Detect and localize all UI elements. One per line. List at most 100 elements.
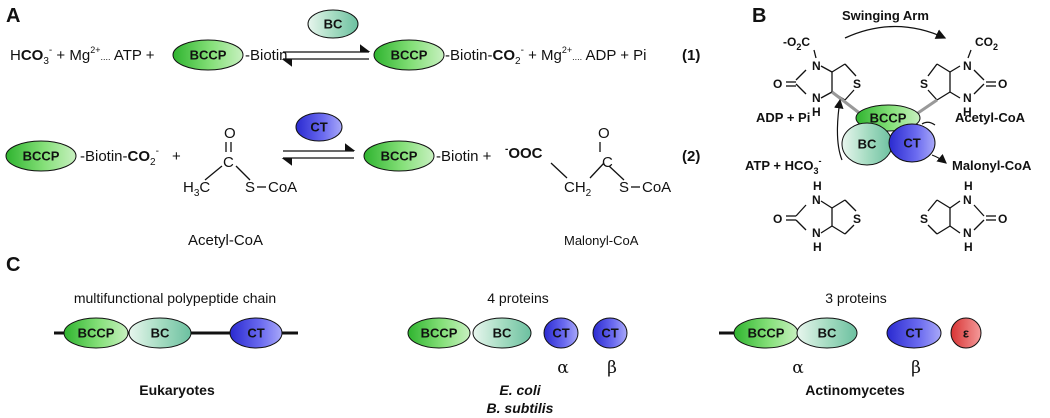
acetyl-coa-b-label: Acetyl-CoA — [955, 110, 1026, 125]
svg-text:BC: BC — [858, 137, 877, 152]
eq1-products: -Biotin-CO2- + Mg2+.... ADP + Pi — [445, 45, 647, 67]
beta-label-2: β — [911, 358, 921, 378]
svg-text:CT: CT — [905, 326, 922, 341]
svg-text:CO2: CO2 — [975, 35, 998, 52]
equation-1: HCO3- + Mg2+.... ATP + BCCP -Biotin BC B… — [10, 9, 700, 71]
svg-text:O: O — [598, 125, 610, 142]
biotin-linker-left — [831, 90, 863, 117]
group-bacteria: 4 proteins BCCP BC CT CT α β E. coli B. … — [407, 290, 628, 416]
svg-text:O: O — [773, 77, 782, 91]
actino-bccp: BCCP — [733, 317, 799, 349]
panel-b-bc: BC — [841, 122, 893, 166]
group-title-2: 4 proteins — [487, 290, 548, 306]
ecoli-bc: BC — [472, 317, 532, 349]
svg-text:CT: CT — [247, 326, 264, 341]
svg-text:N: N — [812, 193, 821, 207]
svg-text:BCCP: BCCP — [78, 326, 115, 341]
eq2-biotin-plus: -Biotin + — [436, 148, 492, 165]
svg-text:BCCP: BCCP — [391, 48, 428, 63]
eq2-biotin-co2: -Biotin-CO2- — [80, 146, 159, 168]
svg-text:O: O — [998, 77, 1007, 91]
svg-text:BCCP: BCCP — [381, 149, 418, 164]
panel-label-c: C — [6, 254, 20, 276]
svg-text:N: N — [963, 91, 972, 105]
svg-text:H: H — [813, 179, 822, 193]
carboxybiotin-left: -O2C N N H O S — [773, 35, 863, 119]
eq2-bccp-2: BCCP — [363, 140, 435, 172]
svg-text:O: O — [998, 212, 1007, 226]
biotin-bottom-left: H N N H O S — [773, 179, 861, 254]
euk-bccp: BCCP — [63, 317, 129, 349]
svg-text:S: S — [619, 179, 629, 196]
svg-text:BCCP: BCCP — [23, 149, 60, 164]
svg-text:N: N — [812, 226, 821, 240]
alpha-label-1: α — [557, 358, 569, 378]
svg-text:BCCP: BCCP — [748, 326, 785, 341]
eq1-number: (1) — [682, 47, 700, 64]
svg-text:N: N — [963, 193, 972, 207]
panel-c: multifunctional polypeptide chain BCCP B… — [54, 290, 982, 416]
panel-label-a: A — [6, 5, 20, 27]
beta-label-1: β — [607, 358, 617, 378]
malonyl-coa-structure: -OOC CH2 O C S CoA — [505, 125, 671, 199]
group-label-3: Actinomycetes — [805, 382, 905, 398]
svg-text:BCCP: BCCP — [190, 48, 227, 63]
svg-text:H: H — [813, 240, 822, 254]
svg-text:CT: CT — [552, 326, 569, 341]
svg-text:C: C — [602, 154, 613, 171]
group-title-3: 3 proteins — [825, 290, 886, 306]
atp-hco3-label: ATP + HCO3- — [745, 156, 822, 176]
panel-b: Swinging Arm -O2C N N H O S CO2 — [745, 8, 1032, 254]
eq1-bc-enzyme: BC — [307, 9, 359, 39]
group-label-1: Eukaryotes — [139, 382, 215, 398]
eq1-bccp-2: BCCP — [373, 39, 445, 71]
svg-text:BC: BC — [818, 326, 837, 341]
equation-2: BCCP -Biotin-CO2- + O C H3C S CoA Acetyl… — [5, 112, 700, 249]
biotin-linker-right — [914, 98, 938, 117]
svg-text:H3C: H3C — [183, 179, 210, 199]
svg-text:BC: BC — [493, 326, 512, 341]
group-title-1: multifunctional polypeptide chain — [74, 290, 276, 306]
actino-ct: CT — [886, 317, 942, 349]
group-eukaryotes: multifunctional polypeptide chain BCCP B… — [54, 290, 298, 398]
svg-text:S: S — [920, 77, 928, 91]
svg-text:H: H — [964, 179, 973, 193]
svg-text:CT: CT — [903, 136, 920, 151]
actino-epsilon: ε — [950, 317, 982, 349]
svg-text:H: H — [964, 240, 973, 254]
actino-bc: BC — [796, 317, 858, 349]
eq1-bccp-1: BCCP — [172, 39, 244, 71]
eq2-ct-enzyme: CT — [295, 112, 343, 142]
svg-text:N: N — [963, 226, 972, 240]
svg-text:S: S — [920, 212, 928, 226]
svg-text:H: H — [963, 105, 972, 119]
svg-text:CT: CT — [310, 120, 327, 135]
acetyl-coa-structure: O C H3C S CoA — [183, 125, 297, 199]
swinging-arm-arrow — [844, 25, 947, 39]
group-actinomycetes: 3 proteins BCCP BC CT ε α β Actinomycete… — [719, 290, 982, 398]
svg-text:N: N — [963, 59, 972, 73]
svg-text:S: S — [245, 179, 255, 196]
svg-text:CT: CT — [601, 326, 618, 341]
svg-text:S: S — [853, 212, 861, 226]
svg-text:N: N — [812, 59, 821, 73]
eq2-number: (2) — [682, 148, 700, 165]
svg-text:ε: ε — [963, 326, 969, 341]
eq2-plus: + — [172, 148, 181, 165]
svg-text:CH2: CH2 — [564, 179, 592, 199]
ecoli-ct-alpha: CT — [543, 317, 579, 349]
carboxybiotin-right: CO2 N N H O S — [914, 35, 1007, 119]
svg-text:-O2C: -O2C — [783, 35, 810, 52]
ct-out-arrow — [931, 153, 947, 164]
panel-b-ct: CT — [888, 123, 936, 163]
acetyl-coa-label: Acetyl-CoA — [188, 232, 263, 249]
svg-text:BC: BC — [151, 326, 170, 341]
svg-text:O: O — [224, 125, 236, 142]
svg-text:BCCP: BCCP — [870, 111, 907, 126]
svg-text:N: N — [812, 91, 821, 105]
group-label-2: E. coli — [499, 382, 541, 398]
bc-arrow — [834, 98, 844, 161]
biotin-bottom-right: H N N H O S — [920, 179, 1007, 254]
